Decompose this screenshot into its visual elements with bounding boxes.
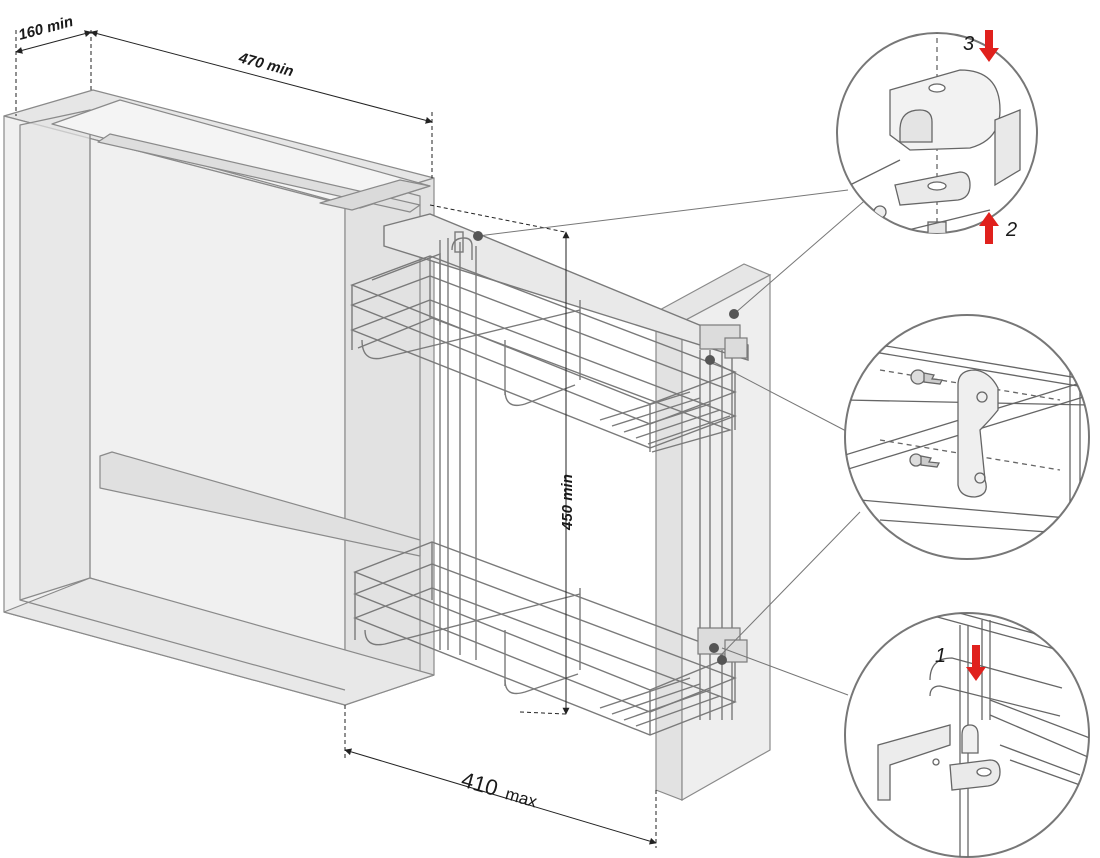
bottom-runner-rail [99,451,421,557]
dim-line-depth [90,30,433,124]
step-label-3: 3 [963,33,974,55]
cabinet [3,89,435,706]
arrow-down-icon [979,30,999,62]
arrow-down-icon [966,645,986,681]
dim-label-height: 450 min [559,474,576,531]
callout-dots [473,231,739,665]
upper-basket [350,252,737,453]
dim-label-opening-value: 410 [459,767,501,801]
step-label-2: 2 [1005,219,1017,241]
detail-bottom-hook: 1 [844,612,1090,858]
arrow-up-icon [979,212,999,244]
callout-leaders [477,189,871,696]
dim-line-width [15,30,92,54]
dim-label-opening-unit: max [503,784,540,811]
dim-line-opening [344,748,657,845]
front-panel-brackets [697,324,748,663]
step-label-1: 1 [935,645,946,667]
detail-middle-bracket [844,314,1090,560]
cabinet-inner-panel [19,109,91,601]
dim-label-width: 160 min [17,13,75,44]
detail-top-hook: 3 2 [836,30,1038,244]
cabinet-bottom-face [3,577,435,706]
dim-label-depth: 470 min [236,49,295,80]
